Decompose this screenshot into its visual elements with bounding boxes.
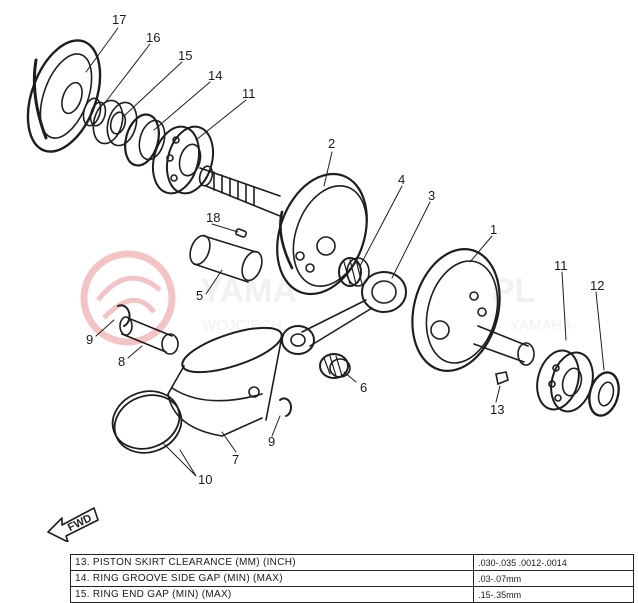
callout-16: 16 <box>146 30 160 45</box>
part-2-shaft <box>198 165 281 217</box>
table-row: 14. RING GROOVE SIDE GAP (MIN) (MAX) .03… <box>69 570 634 587</box>
callout-labels: 17 16 15 14 11 2 4 3 1 18 5 9 8 6 11 12 … <box>86 12 604 487</box>
callout-11-right: 11 <box>554 258 568 273</box>
callout-6: 6 <box>360 380 367 395</box>
callout-12: 12 <box>590 278 604 293</box>
part-12-oil-seal <box>588 371 620 417</box>
callout-2: 2 <box>328 136 335 151</box>
callout-14: 14 <box>208 68 222 83</box>
part-14-oil-seal <box>124 113 166 167</box>
fwd-arrow-icon: FWD <box>47 507 99 542</box>
part-16-spacer <box>82 97 107 127</box>
callout-1: 1 <box>490 222 497 237</box>
spec-table: 13. PISTON SKIRT CLEARANCE (MM) (INCH) .… <box>69 554 634 603</box>
spec-value: .15-.35mm <box>473 586 634 603</box>
spec-label: 13. PISTON SKIRT CLEARANCE (MM) (INCH) <box>69 554 475 571</box>
part-18-key <box>235 228 247 238</box>
watermark-subtitle-left: WOJCIECH <box>202 317 282 334</box>
callout-9-right: 9 <box>268 434 275 449</box>
part-3-connecting-rod <box>281 271 407 355</box>
watermark-brand: YAMA <box>200 272 297 310</box>
part-9-circlip-right <box>279 397 293 417</box>
part-15-collar <box>92 99 138 147</box>
part-10-piston-rings <box>111 390 183 454</box>
spec-value: .03-.07mm <box>473 570 634 587</box>
table-row: 13. PISTON SKIRT CLEARANCE (MM) (INCH) .… <box>69 554 634 571</box>
callout-3: 3 <box>428 188 435 203</box>
callout-5: 5 <box>196 288 203 303</box>
part-4-needle-bearing <box>338 257 370 287</box>
part-7-piston <box>167 326 283 437</box>
callout-10: 10 <box>198 472 212 487</box>
table-row: 15. RING END GAP (MIN) (MAX) .15-.35mm <box>69 586 634 603</box>
part-9-circlip-left <box>117 304 131 327</box>
callout-8: 8 <box>118 354 125 369</box>
part-11-bearing-right <box>536 349 594 413</box>
watermark-subtitle-right: YAMAHA <box>510 317 572 334</box>
watermark: YAMA PL WOJCIECH YAMAHA <box>80 250 572 346</box>
callout-17: 17 <box>112 12 126 27</box>
leader-lines <box>85 27 605 477</box>
watermark-logo-icon <box>80 250 176 346</box>
spec-label: 14. RING GROOVE SIDE GAP (MIN) (MAX) <box>69 570 475 587</box>
callout-7: 7 <box>232 452 239 467</box>
part-13-key <box>495 371 509 386</box>
spec-value: .030-.035 .0012-.0014 <box>473 554 634 571</box>
callout-4: 4 <box>398 172 405 187</box>
callout-15: 15 <box>178 48 192 63</box>
part-5-crank-pin <box>189 234 263 283</box>
part-1-crank-half <box>411 248 535 372</box>
callout-18: 18 <box>206 210 220 225</box>
fwd-label: FWD <box>66 512 94 534</box>
callout-13: 13 <box>490 402 504 417</box>
part-6-big-end-bearing <box>319 353 351 379</box>
part-8-piston-pin <box>119 316 179 355</box>
callout-11-left: 11 <box>242 86 256 101</box>
spec-label: 15. RING END GAP (MIN) (MAX) <box>69 586 475 603</box>
callout-9-left: 9 <box>86 332 93 347</box>
part-11-bearing-left <box>151 125 215 195</box>
part-2-crank-half <box>276 172 368 296</box>
